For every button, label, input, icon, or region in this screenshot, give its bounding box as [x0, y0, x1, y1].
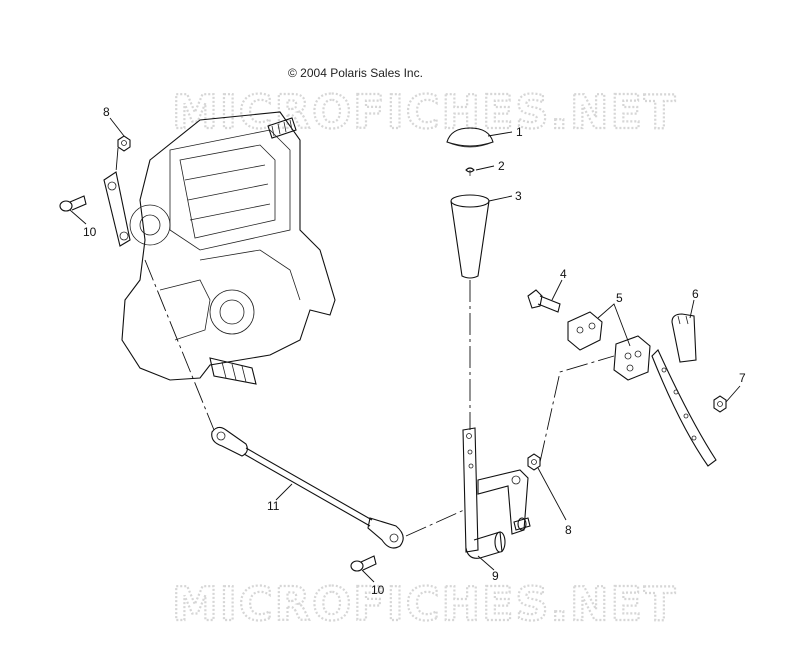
- linkage-rod[interactable]: [211, 426, 404, 549]
- copyright-notice: © 2004 Polaris Sales Inc.: [288, 66, 423, 80]
- coupler-upper[interactable]: [567, 311, 603, 351]
- callout-6: 6: [692, 287, 699, 301]
- callout-8-bottom: 8: [565, 523, 572, 537]
- callout-9: 9: [492, 569, 499, 583]
- bolt-left[interactable]: [59, 195, 87, 212]
- callout-4: 4: [560, 267, 567, 281]
- shift-knob[interactable]: [446, 127, 494, 148]
- callout-11: 11: [267, 499, 280, 513]
- shift-lever[interactable]: [462, 427, 531, 559]
- watermark-bottom: MICROFICHES.NET: [172, 577, 677, 631]
- callout-10-left: 10: [83, 225, 97, 239]
- callout-3: 3: [515, 189, 522, 203]
- callout-8-top: 8: [103, 105, 110, 119]
- watermark-top: MICROFICHES.NET: [172, 85, 677, 139]
- bolt-upper[interactable]: [527, 289, 561, 313]
- callout-7: 7: [739, 371, 746, 385]
- mounting-bracket[interactable]: [651, 313, 717, 467]
- nut-bottom[interactable]: [527, 453, 541, 471]
- retaining-clip[interactable]: [465, 167, 475, 176]
- leader-lines: [69, 117, 741, 583]
- nut-top[interactable]: [117, 135, 131, 152]
- shift-boot[interactable]: [450, 194, 490, 279]
- callout-1: 1: [516, 125, 523, 139]
- assembly-lines: [115, 147, 615, 537]
- callout-2: 2: [498, 159, 505, 173]
- coupler-lower[interactable]: [613, 335, 651, 381]
- nut-right[interactable]: [713, 395, 727, 413]
- bolt-bottom[interactable]: [350, 555, 377, 572]
- callout-10-bottom: 10: [371, 583, 385, 597]
- callout-5: 5: [616, 291, 623, 305]
- transmission-assembly[interactable]: [103, 111, 336, 385]
